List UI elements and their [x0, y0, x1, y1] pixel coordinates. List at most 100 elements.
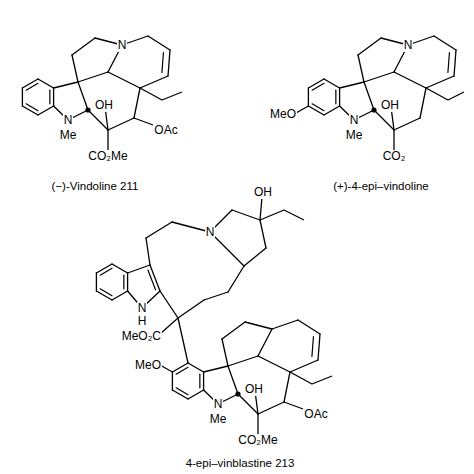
bond — [172, 372, 173, 390]
bond — [258, 329, 272, 356]
bond — [176, 367, 188, 374]
bond — [204, 292, 228, 300]
bond — [148, 270, 156, 290]
bond — [100, 289, 112, 296]
bond — [22, 106, 38, 115]
bond — [72, 55, 78, 82]
bond — [148, 36, 170, 50]
bond — [244, 248, 266, 266]
bond — [78, 82, 88, 110]
bond — [108, 118, 134, 130]
bond — [426, 76, 454, 88]
atom-label: MeO — [269, 108, 297, 121]
atom-label: Me — [59, 129, 78, 142]
bond — [160, 318, 178, 334]
bond — [172, 390, 188, 399]
bond — [228, 266, 244, 292]
atom-label: CO₂Me — [87, 150, 128, 163]
stereo-dot — [371, 107, 376, 112]
atom-label: N — [63, 114, 74, 127]
bond — [96, 264, 112, 273]
bond — [108, 72, 140, 88]
vindoline-skeleton — [22, 36, 182, 150]
bond — [257, 414, 258, 434]
bond — [222, 322, 245, 339]
bond — [26, 104, 38, 111]
bond — [308, 106, 324, 115]
atom-label: N — [213, 398, 224, 411]
bond — [160, 291, 178, 318]
compound-name: (+)-4-epi–vindoline — [332, 180, 430, 193]
bond — [339, 88, 340, 106]
bond — [26, 83, 38, 90]
bond — [335, 90, 336, 104]
bond — [204, 366, 228, 372]
bond — [53, 88, 54, 106]
bond — [260, 197, 262, 220]
atom-label: MeO₂C — [121, 330, 162, 343]
stereo-dot — [85, 107, 90, 112]
bond — [258, 402, 284, 414]
bond — [146, 222, 172, 238]
atom-label: OAc — [153, 124, 178, 137]
bond — [54, 82, 78, 88]
bond — [88, 110, 108, 130]
atom-label: OH — [244, 383, 264, 396]
bond — [178, 318, 188, 363]
bond — [188, 363, 204, 372]
bond — [112, 264, 128, 273]
bond — [72, 38, 95, 55]
bond — [358, 38, 381, 55]
bond — [222, 339, 228, 366]
compound-name: 4-epi–vinblastine 213 — [185, 457, 296, 470]
bond — [312, 337, 314, 357]
compound-name: (−)-Vindoline 211 — [51, 180, 140, 193]
bond — [128, 265, 150, 273]
bond — [38, 79, 54, 88]
bond — [448, 53, 450, 73]
bond — [100, 268, 112, 275]
bond — [298, 320, 320, 334]
bond — [162, 53, 164, 73]
bond — [312, 83, 324, 90]
bond — [238, 394, 258, 414]
bond — [260, 210, 304, 220]
atom-label: CO₂Me — [237, 434, 278, 447]
bond — [245, 322, 272, 329]
bond — [232, 210, 260, 220]
bond — [393, 130, 394, 150]
bond — [312, 104, 324, 111]
bond — [454, 50, 456, 76]
bond — [324, 79, 340, 88]
bond — [176, 388, 188, 395]
bond — [324, 106, 340, 115]
vindoline-skeleton — [296, 36, 464, 150]
bond — [178, 300, 204, 318]
atom-label: N — [349, 114, 360, 127]
bond — [318, 334, 320, 360]
bond — [22, 88, 23, 106]
bond — [140, 88, 182, 100]
bond — [308, 79, 324, 88]
bond — [140, 76, 168, 88]
bond — [260, 220, 266, 248]
bond — [49, 90, 50, 104]
bond — [364, 82, 374, 110]
bond — [112, 291, 128, 300]
bond — [199, 374, 200, 388]
bond — [123, 275, 124, 289]
bond — [258, 356, 290, 372]
bond — [374, 110, 394, 130]
bond — [188, 390, 204, 399]
bond — [22, 79, 38, 88]
stereo-dot — [235, 391, 240, 396]
bond — [434, 36, 456, 50]
bond — [228, 356, 258, 366]
bond — [284, 372, 290, 402]
bond — [308, 88, 309, 106]
atom-label: CO₂ — [382, 150, 407, 163]
bond — [134, 88, 140, 118]
atom-label: N — [137, 302, 148, 315]
